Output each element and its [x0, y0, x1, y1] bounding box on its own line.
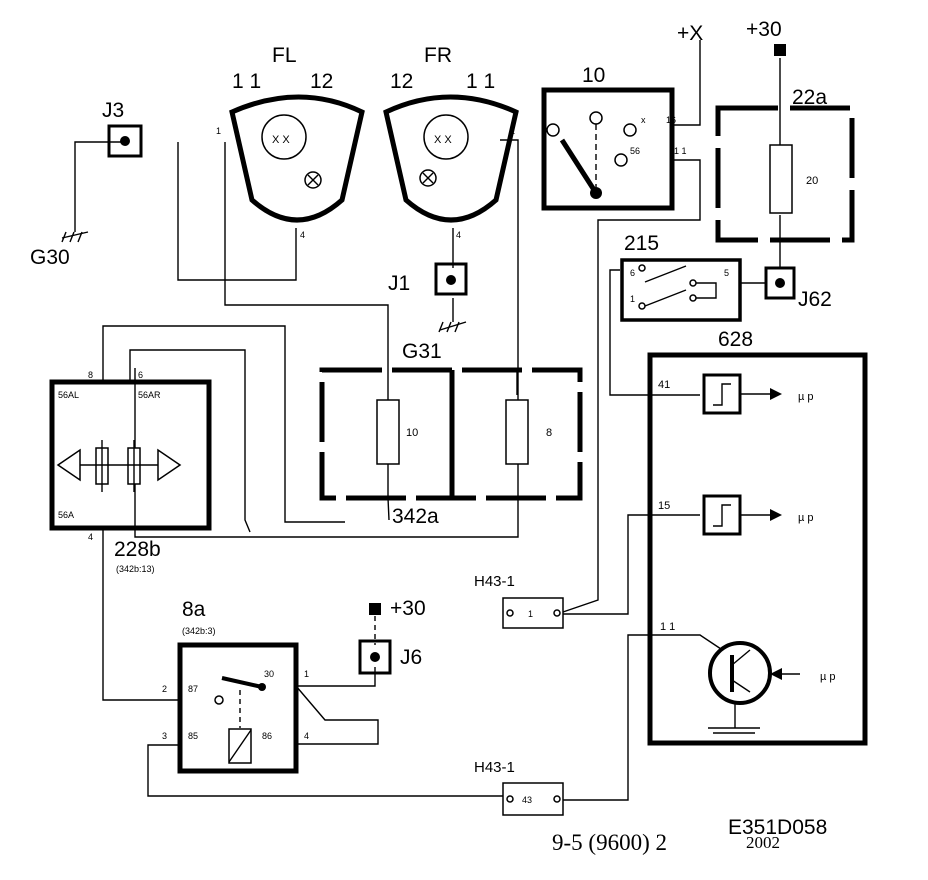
label-fuse-22a-value: 20	[806, 175, 818, 187]
label-relay-pin2: 2	[162, 684, 167, 694]
fuse-box-342a	[319, 367, 583, 501]
label-relay-85: 85	[188, 731, 198, 741]
label-switch-215: 215	[624, 232, 659, 255]
label-box-342a: 342a	[392, 505, 439, 528]
label-fr-11: 1 1	[466, 70, 495, 93]
label-ecu-15: 15	[658, 500, 670, 512]
label-module-228b-ref: (342b:13)	[116, 564, 155, 574]
label-228b-pin8: 8	[88, 370, 93, 380]
label-228b-pin4: 4	[88, 532, 93, 542]
label-sw215-6: 6	[630, 268, 635, 278]
label-ecu-628: 628	[718, 328, 753, 351]
label-plus-30-top: +30	[746, 18, 782, 41]
label-footer: 9-5 (9600) 2	[552, 830, 667, 855]
fuse-22a	[715, 105, 855, 243]
connectors	[107, 44, 796, 675]
label-g31: G31	[402, 340, 442, 363]
label-sw10-x: x	[641, 115, 646, 125]
label-56ar: 56AR	[138, 390, 161, 400]
label-56a: 56A	[58, 510, 74, 520]
switch-215	[620, 258, 742, 322]
label-fuse-8: 8	[546, 427, 552, 439]
label-mu-p-2: µ p	[798, 512, 814, 524]
label-h43-top-pin: 1	[528, 609, 533, 619]
label-h43-bottom-pin: 43	[522, 795, 532, 805]
switch-10	[541, 87, 675, 211]
label-relay-pin1: 1	[304, 669, 309, 679]
label-fl-pin1: 1	[216, 126, 221, 136]
labels: FL FR 1 1 12 12 1 1 1 4 1 4 X X X X J3 G…	[30, 18, 836, 855]
label-228b-pin6: 6	[138, 370, 143, 380]
module-228b	[49, 379, 212, 531]
relay-8a	[177, 642, 299, 774]
label-fuse-10: 10	[406, 427, 418, 439]
label-lamp-xx-right: X X	[434, 134, 452, 146]
label-mu-p-1: µ p	[798, 391, 814, 403]
label-fr-pin1: 1	[510, 126, 515, 136]
h43-connectors	[502, 597, 564, 816]
label-56al: 56AL	[58, 390, 79, 400]
label-relay-pin3: 3	[162, 731, 167, 741]
fl-lamp	[229, 94, 365, 223]
label-relay-87: 87	[188, 684, 198, 694]
label-h43-bottom: H43-1	[474, 759, 515, 776]
label-g30: G30	[30, 246, 70, 269]
label-sw10-16: 16	[666, 115, 676, 125]
label-lamp-xx-left: X X	[272, 134, 290, 146]
label-j3: J3	[102, 99, 124, 122]
label-j62: J62	[798, 288, 832, 311]
label-ecu-11: 1 1	[660, 621, 675, 633]
label-ecu-41: 41	[658, 379, 670, 391]
label-fl-12: 12	[310, 70, 333, 93]
label-relay-86: 86	[262, 731, 272, 741]
label-fr-pin4: 4	[456, 230, 461, 240]
label-plus-30-bottom: +30	[390, 597, 426, 620]
label-fr: FR	[424, 44, 452, 67]
wires	[61, 40, 781, 801]
label-mu-p-3: µ p	[820, 671, 836, 683]
label-switch-10: 10	[582, 64, 605, 87]
label-plus-x: +X	[677, 22, 703, 45]
label-j6: J6	[400, 646, 422, 669]
label-sw10-56: 56	[630, 146, 640, 156]
label-module-228b: 228b	[114, 538, 161, 561]
fr-lamp	[383, 94, 519, 223]
label-j1: J1	[388, 272, 410, 295]
label-fr-12: 12	[390, 70, 413, 93]
label-sw10-11: 1 1	[674, 146, 687, 156]
label-h43-top: H43-1	[474, 573, 515, 590]
label-relay-8a-ref: (342b:3)	[182, 626, 216, 636]
label-relay-pin4: 4	[304, 731, 309, 741]
label-sw215-1: 1	[630, 294, 635, 304]
label-fl-11: 1 1	[232, 70, 261, 93]
label-diagram-code: E351D058	[728, 816, 827, 839]
label-sw215-5: 5	[724, 268, 729, 278]
label-fl: FL	[272, 44, 297, 67]
label-relay-8a: 8a	[182, 598, 206, 621]
label-relay-30: 30	[264, 669, 274, 679]
ecu-628	[647, 352, 868, 746]
label-footer-year: 2002	[746, 833, 780, 852]
label-fl-pin4: 4	[300, 230, 305, 240]
label-fuse-22a: 22a	[792, 86, 827, 109]
